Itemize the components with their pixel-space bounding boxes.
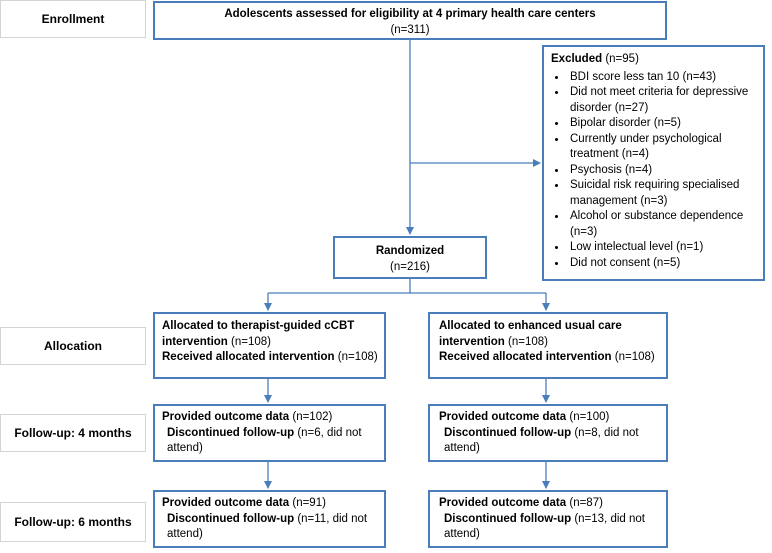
exclusion-reason: Did not consent (n=5)	[567, 256, 757, 272]
discontinued-count: (n=8, did not attend)	[444, 426, 639, 455]
followup4-box-ccbt: Provided outcome data (n=102) Discontinu…	[153, 404, 386, 462]
stage-label-allocation: Allocation	[0, 327, 146, 365]
provided-count: (n=100)	[566, 411, 610, 423]
exclusion-reason: Currently under psychological treatment …	[567, 132, 757, 163]
excluded-title: Excluded	[551, 53, 603, 65]
discontinued-count: (n=11, did not attend)	[167, 512, 368, 541]
stage-label-text: Allocation	[43, 339, 102, 353]
randomized-count: (n=216)	[390, 260, 430, 273]
stage-label-followup-4: Follow-up: 4 months	[0, 414, 146, 452]
exclusion-reason: Alcohol or substance dependence (n=3)	[567, 209, 757, 240]
received-title: Received allocated intervention	[439, 351, 612, 364]
stage-label-enrollment: Enrollment	[0, 0, 146, 38]
followup4-box-euc: Provided outcome data (n=100) Discontinu…	[428, 404, 668, 462]
discontinued-title: Discontinued follow-up	[167, 426, 295, 439]
assessed-box: Adolescents assessed for eligibility at …	[153, 1, 667, 40]
provided-title: Provided outcome data	[162, 411, 290, 423]
provided-title: Provided outcome data	[439, 497, 567, 509]
discontinued-count: (n=13, did not attend)	[444, 512, 645, 541]
exclusion-reason: Low intelectual level (n=1)	[567, 240, 757, 256]
exclusion-reason: Did not meet criteria for depressive dis…	[567, 85, 757, 116]
received-count: (n=108)	[611, 351, 655, 364]
followup6-box-euc: Provided outcome data (n=87) Discontinue…	[428, 490, 668, 548]
allocation-count: (n=108)	[504, 335, 548, 348]
exclusion-reason: BDI score less tan 10 (n=43)	[567, 70, 757, 86]
discontinued-title: Discontinued follow-up	[444, 512, 572, 525]
received-count: (n=108)	[334, 351, 378, 364]
exclusion-reason: Suicidal risk requiring specialised mana…	[567, 178, 757, 209]
provided-title: Provided outcome data	[439, 411, 567, 423]
exclusion-reasons-list: BDI score less tan 10 (n=43) Did not mee…	[551, 70, 757, 272]
allocation-box-euc: Allocated to enhanced usual care interve…	[428, 312, 668, 379]
stage-label-text: Enrollment	[41, 12, 105, 26]
stage-label-text: Follow-up: 6 months	[14, 515, 132, 529]
discontinued-title: Discontinued follow-up	[167, 512, 295, 525]
followup6-box-ccbt: Provided outcome data (n=91) Discontinue…	[153, 490, 386, 548]
randomized-box: Randomized (n=216)	[333, 236, 487, 279]
discontinued-count: (n=6, did not attend)	[167, 426, 362, 455]
received-title: Received allocated intervention	[162, 351, 335, 364]
provided-title: Provided outcome data	[162, 497, 290, 509]
allocation-title: Allocated to therapist-guided cCBT inter…	[162, 320, 355, 348]
excluded-count: (n=95)	[602, 53, 639, 65]
allocation-title: Allocated to enhanced usual care interve…	[439, 320, 622, 348]
exclusion-reason: Psychosis (n=4)	[567, 163, 757, 179]
stage-label-text: Follow-up: 4 months	[14, 426, 132, 440]
assessed-title: Adolescents assessed for eligibility at …	[224, 8, 596, 20]
stage-label-followup-6: Follow-up: 6 months	[0, 502, 146, 542]
assessed-count: (n=311)	[390, 23, 430, 36]
exclusion-reason: Bipolar disorder (n=5)	[567, 116, 757, 132]
provided-count: (n=91)	[289, 497, 326, 509]
provided-count: (n=87)	[566, 497, 603, 509]
excluded-box: Excluded (n=95) BDI score less tan 10 (n…	[542, 45, 765, 281]
discontinued-title: Discontinued follow-up	[444, 426, 572, 439]
allocation-box-ccbt: Allocated to therapist-guided cCBT inter…	[153, 312, 386, 379]
randomized-title: Randomized	[375, 245, 445, 257]
allocation-count: (n=108)	[227, 335, 271, 348]
provided-count: (n=102)	[289, 411, 333, 423]
